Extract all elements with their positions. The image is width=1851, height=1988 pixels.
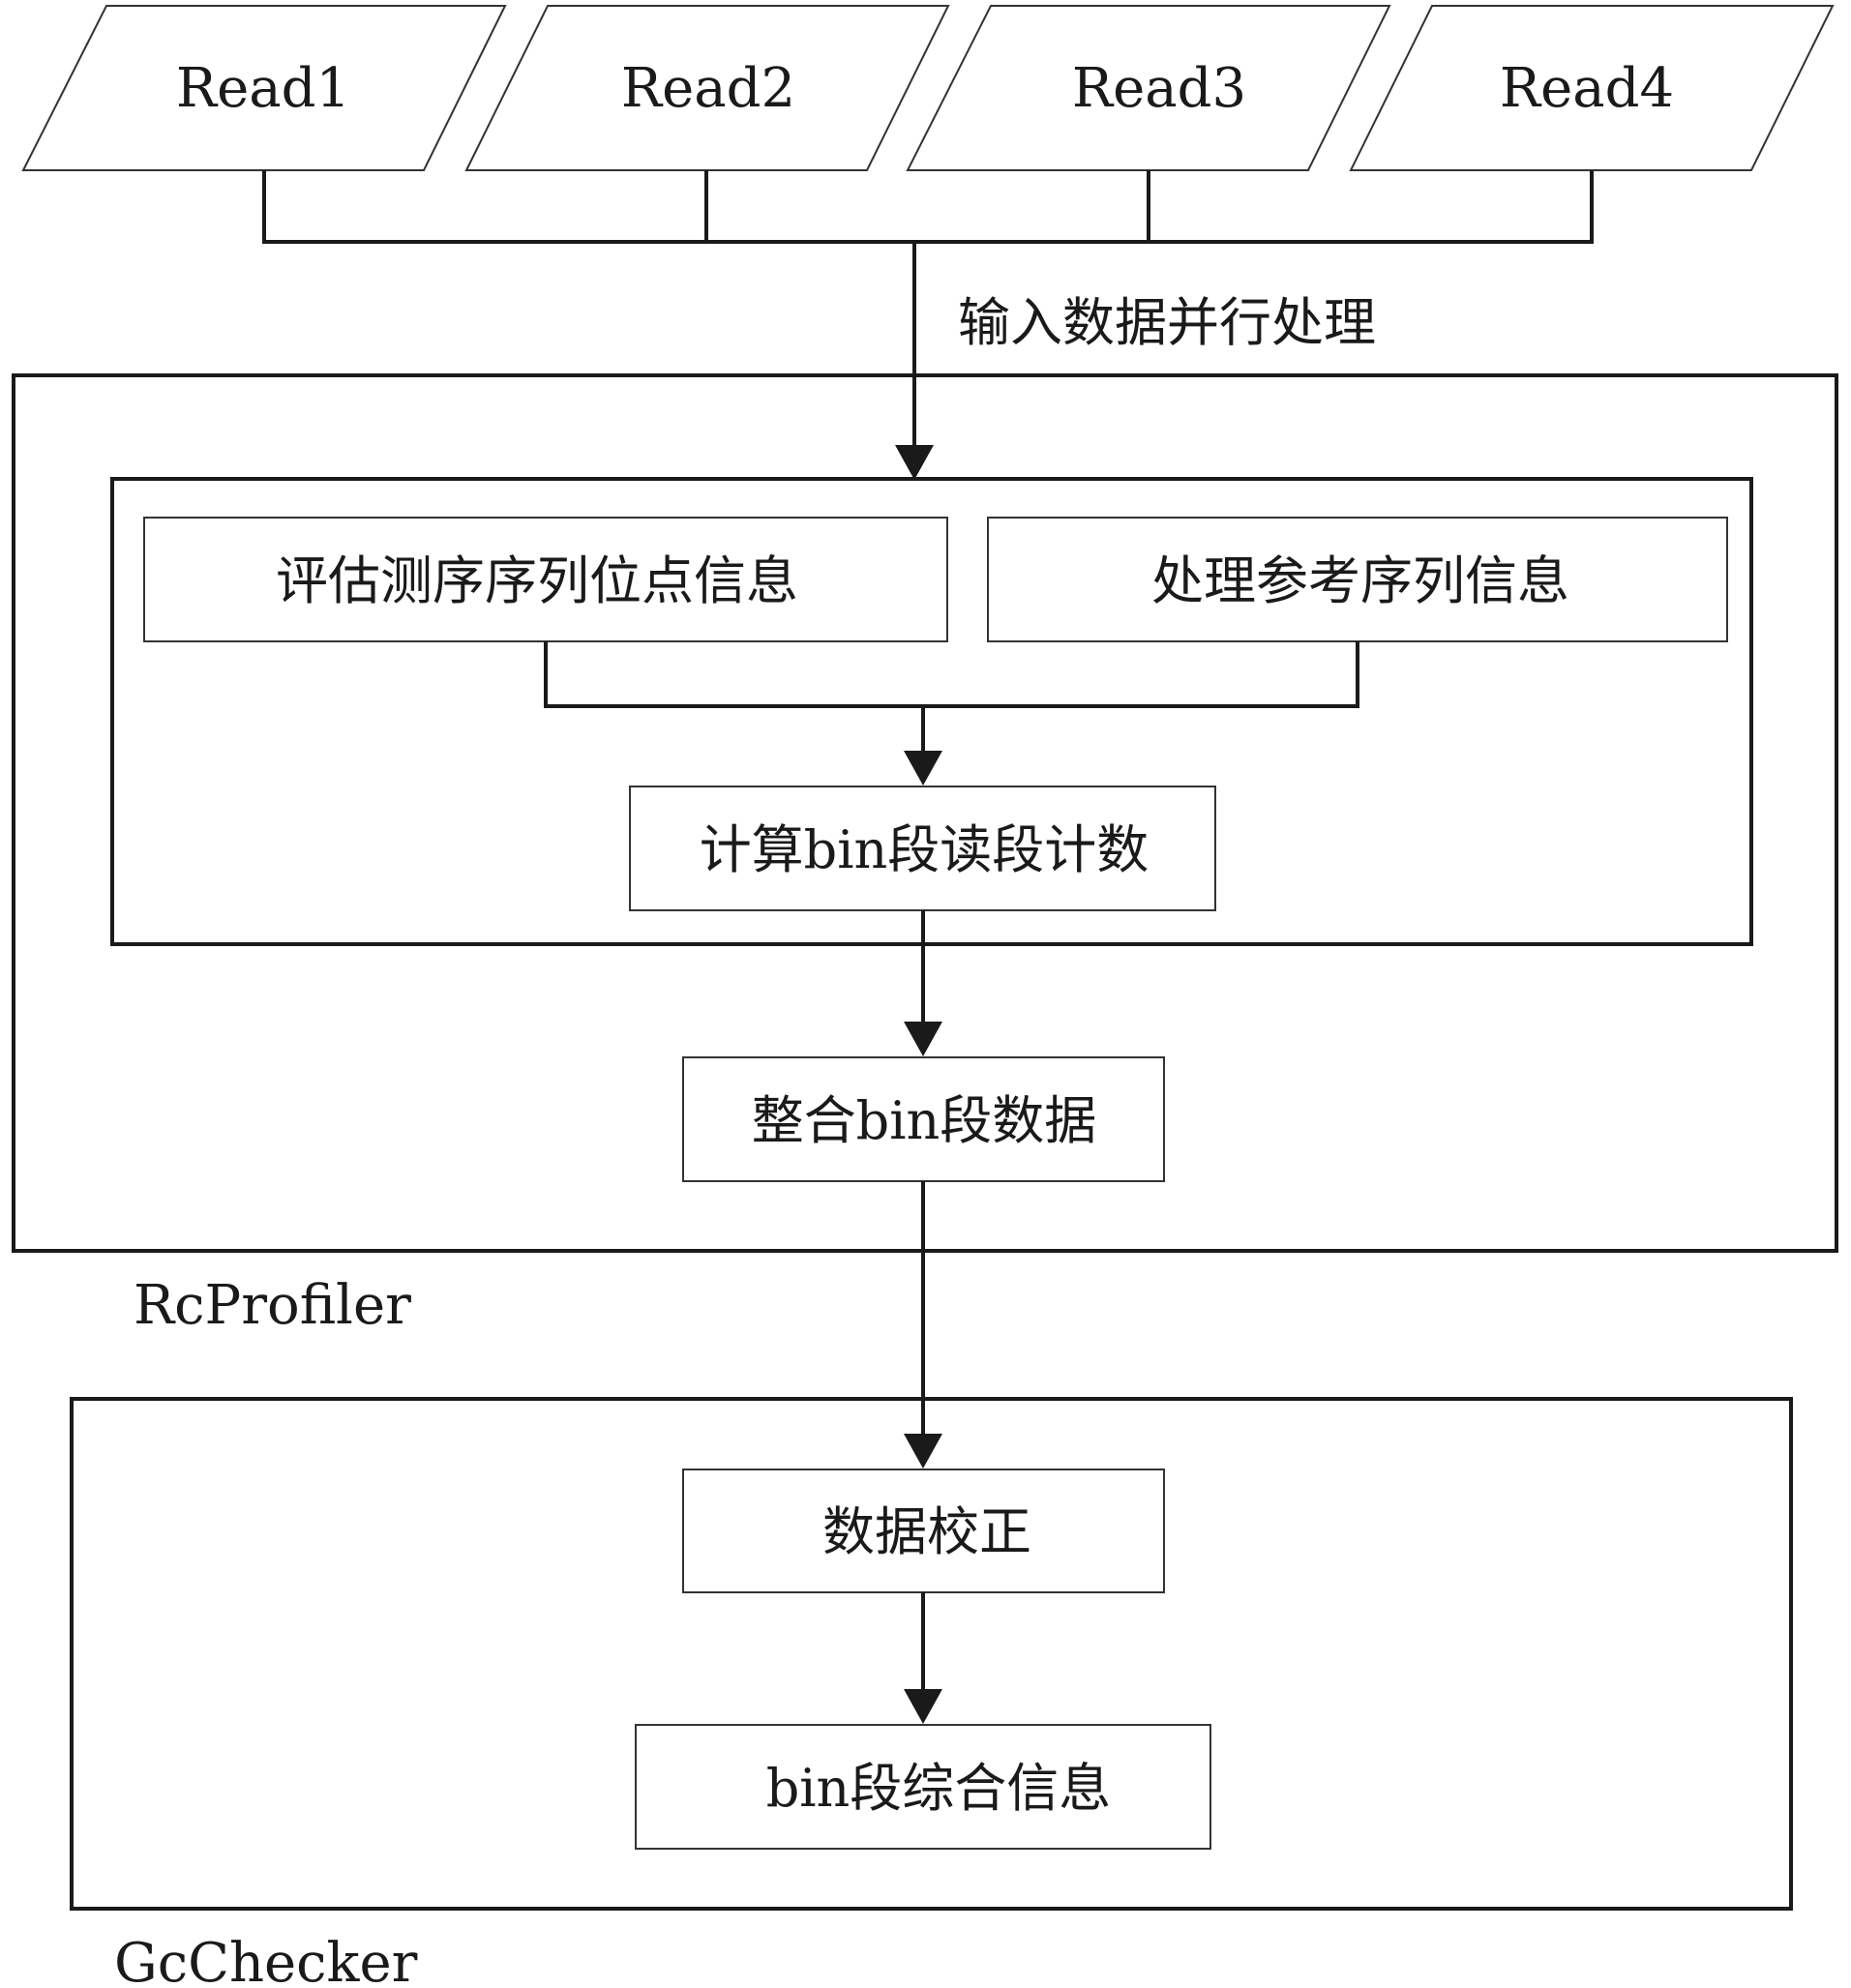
input-read4: Read4: [1349, 5, 1835, 171]
step-count-bins: 计算bin段读段计数: [629, 786, 1216, 911]
rcprofiler-inner-frame: [110, 477, 1753, 946]
input-read2-label: Read2: [621, 57, 795, 120]
input-read3-label: Read3: [1072, 57, 1246, 120]
step-merge-bins: 整合bin段数据: [682, 1056, 1165, 1182]
step-process-reference: 处理参考序列信息: [987, 517, 1728, 642]
rcprofiler-label: RcProfiler: [134, 1274, 411, 1337]
step-merge-bins-label: 整合bin段数据: [752, 1090, 1097, 1151]
input-bus: [262, 170, 1594, 244]
input-read1-label: Read1: [176, 57, 350, 120]
gcchecker-label: GcChecker: [114, 1932, 418, 1988]
arrow-count-to-merge: [904, 910, 942, 1056]
step-data-correction: 数据校正: [682, 1469, 1165, 1593]
input-read4-label: Read4: [1500, 57, 1674, 120]
input-read3: Read3: [906, 5, 1391, 171]
step-evaluate-sites-label: 评估测序序列位点信息: [276, 550, 798, 611]
arrow-merge-to-correct: [904, 1181, 942, 1469]
merge-connector: [544, 641, 1359, 786]
step-data-correction-label: 数据校正: [822, 1501, 1031, 1562]
parallel-processing-label: 输入数据并行处理: [958, 292, 1376, 353]
input-read1: Read1: [21, 5, 507, 171]
arrow-input-to-rcprofiler: [895, 242, 934, 480]
step-bin-summary-label: bin段综合信息: [766, 1758, 1112, 1819]
input-read2: Read2: [464, 5, 950, 171]
step-evaluate-sites: 评估测序序列位点信息: [143, 517, 948, 642]
arrow-correct-to-summary: [904, 1592, 942, 1724]
step-process-reference-label: 处理参考序列信息: [1151, 550, 1569, 611]
gcchecker-frame: [70, 1397, 1793, 1911]
step-bin-summary: bin段综合信息: [635, 1724, 1211, 1850]
step-count-bins-label: 计算bin段读段计数: [700, 819, 1149, 880]
